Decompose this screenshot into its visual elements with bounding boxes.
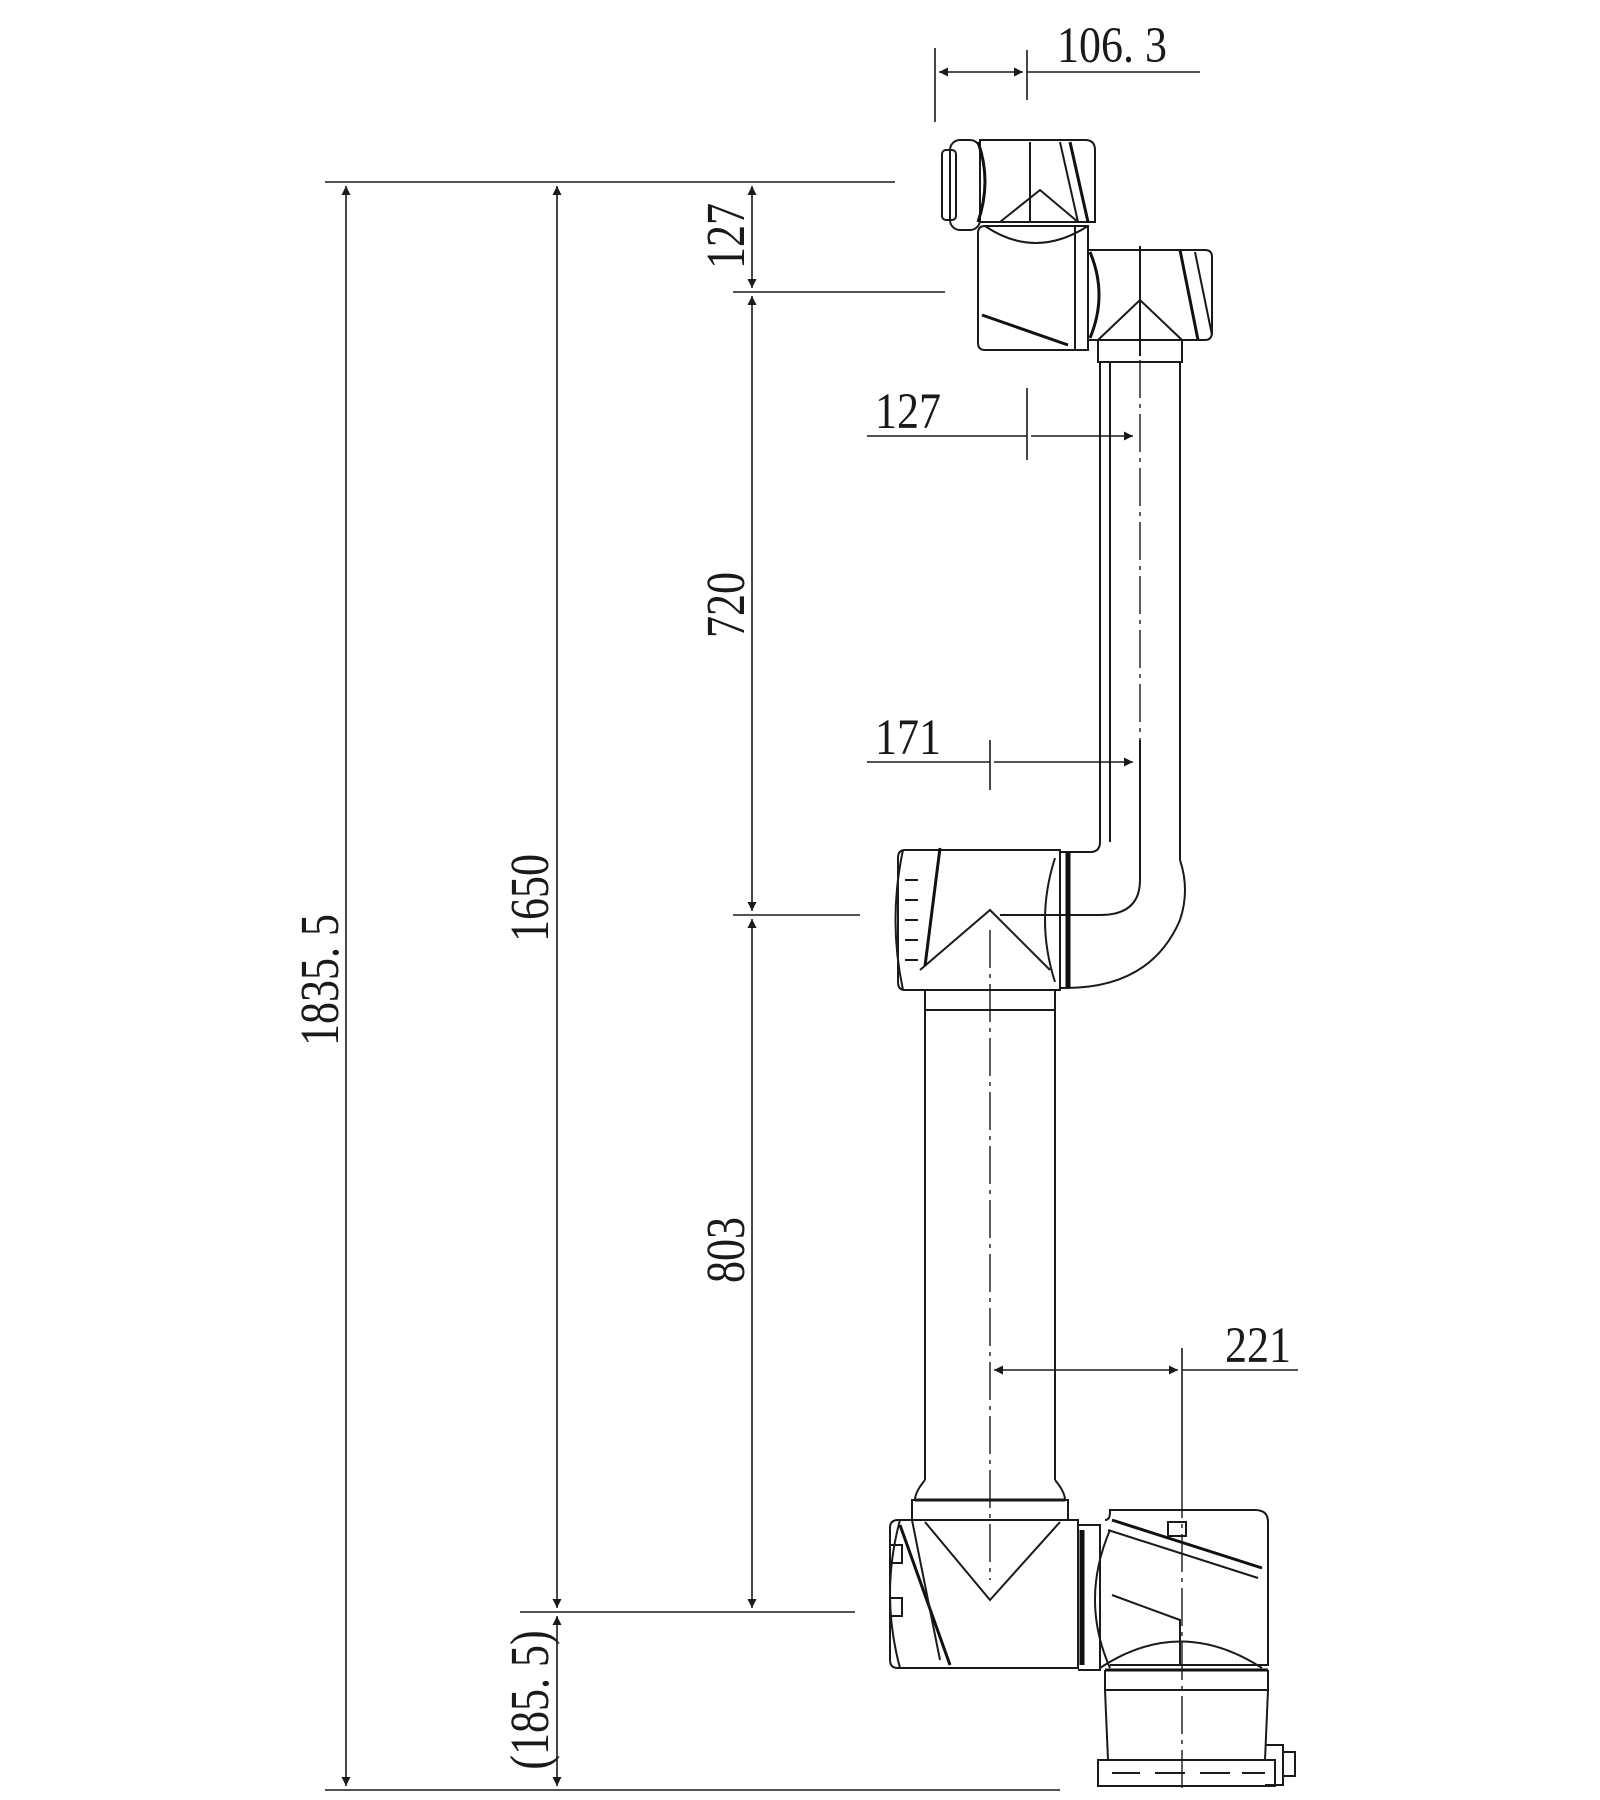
wrist3-joint (941, 139, 1096, 231)
upper-arm-link (911, 930, 1069, 1580)
forearm-link (1097, 339, 1183, 860)
shoulder-joint (889, 1519, 1079, 1669)
label-shoulder-offset: 221 (1225, 1318, 1291, 1373)
label-upper-arm-length: 803 (695, 1217, 756, 1283)
robot-arm-outline (889, 139, 1296, 1790)
label-wrist3-height: 127 (695, 203, 756, 269)
wrist1-joint (1087, 246, 1213, 356)
base-pedestal (1097, 1480, 1296, 1790)
elbow-joint (894, 740, 1186, 991)
label-wrist-offset: 127 (875, 384, 941, 439)
dimension-labels: 1835. 5 1650 (185. 5) 127 720 803 106. 3… (289, 18, 1291, 1769)
label-tool-offset: 106. 3 (1057, 18, 1167, 73)
wrist2-joint (977, 225, 1089, 351)
label-reach-height: 1650 (499, 854, 560, 942)
label-elbow-offset: 171 (875, 710, 941, 765)
base-joint (1078, 1509, 1269, 1671)
label-forearm-length: 720 (695, 572, 756, 638)
dimension-lines (325, 48, 1298, 1791)
label-total-height: 1835. 5 (289, 914, 350, 1046)
label-base-height: (185. 5) (499, 1630, 560, 1769)
